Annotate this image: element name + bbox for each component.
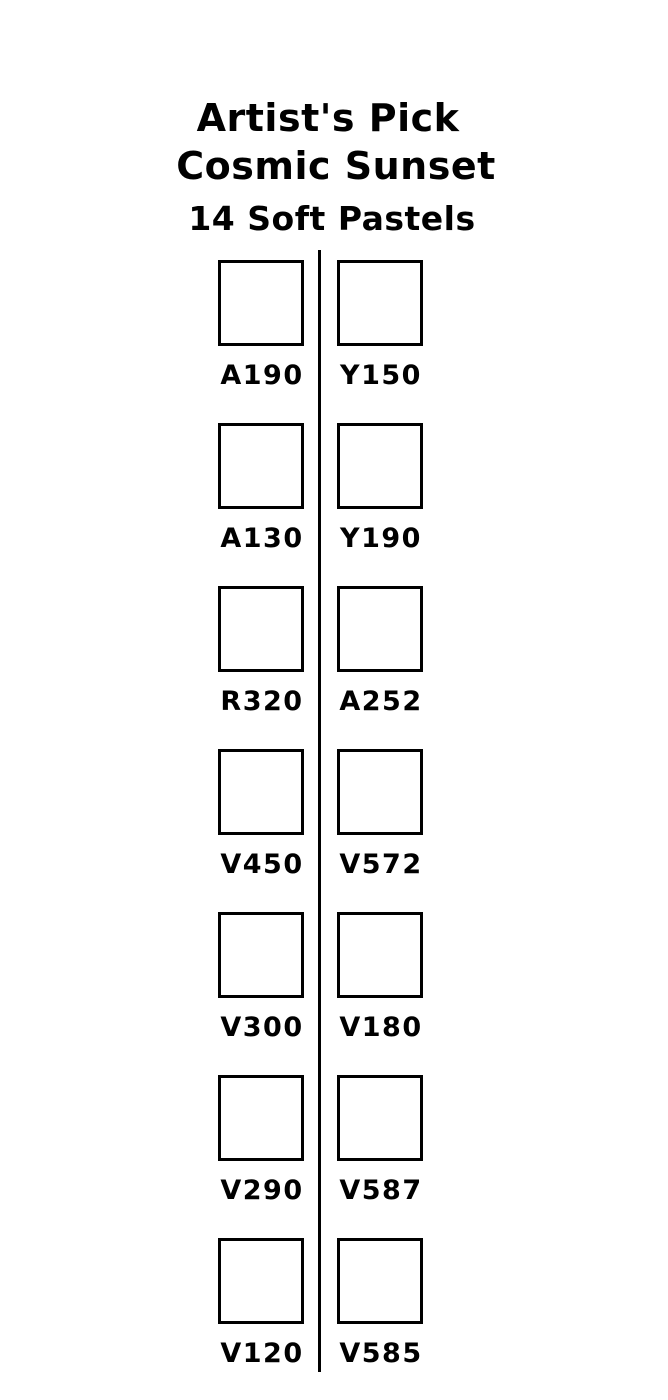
swatch-code: V300 bbox=[220, 1012, 304, 1043]
swatch-code: Y190 bbox=[340, 523, 422, 554]
color-swatch-box bbox=[337, 749, 423, 835]
color-swatch-box bbox=[218, 586, 304, 672]
title-brand: Artist's Pick bbox=[196, 96, 460, 140]
color-swatch-box bbox=[337, 1075, 423, 1161]
center-divider bbox=[318, 250, 321, 1372]
swatch-code: V120 bbox=[220, 1338, 304, 1369]
swatch-code: A130 bbox=[220, 523, 304, 554]
swatch-code: V587 bbox=[339, 1175, 423, 1206]
color-swatch-box bbox=[218, 1238, 304, 1324]
swatch-code: V290 bbox=[220, 1175, 304, 1206]
color-swatch-box bbox=[218, 749, 304, 835]
swatch-code: Y150 bbox=[340, 360, 422, 391]
swatch-code: V450 bbox=[220, 849, 304, 880]
swatch-code: V585 bbox=[339, 1338, 423, 1369]
color-swatch-box bbox=[218, 423, 304, 509]
color-swatch-box bbox=[218, 912, 304, 998]
color-swatch-box bbox=[218, 260, 304, 346]
title-count: 14 Soft Pastels bbox=[188, 199, 476, 238]
swatch-code: R320 bbox=[220, 686, 304, 717]
title-set-name: Cosmic Sunset bbox=[176, 144, 496, 188]
swatch-code: A190 bbox=[220, 360, 304, 391]
swatch-code: V572 bbox=[339, 849, 423, 880]
color-swatch-box bbox=[337, 912, 423, 998]
color-swatch-box bbox=[337, 586, 423, 672]
swatch-code: V180 bbox=[339, 1012, 423, 1043]
color-swatch-box bbox=[337, 1238, 423, 1324]
swatch-code: A252 bbox=[339, 686, 423, 717]
color-swatch-box bbox=[337, 260, 423, 346]
color-swatch-box bbox=[337, 423, 423, 509]
color-swatch-box bbox=[218, 1075, 304, 1161]
